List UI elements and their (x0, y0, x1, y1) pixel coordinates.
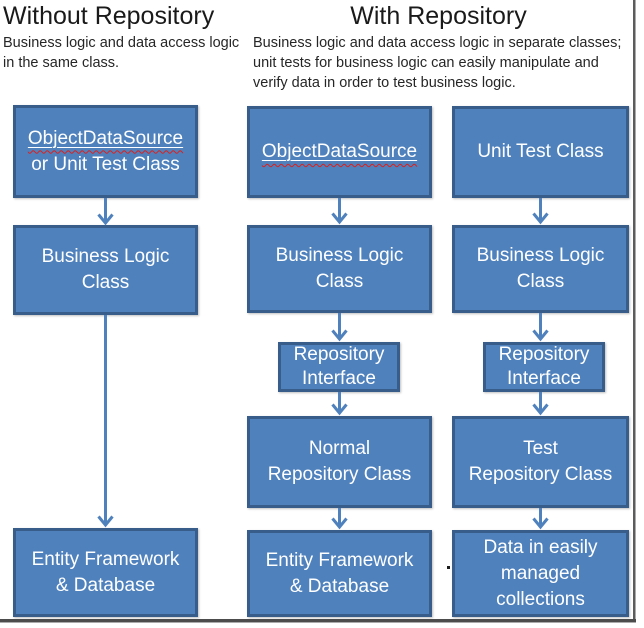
box-label-line: Repository (293, 344, 385, 365)
stray-dot (447, 566, 450, 569)
subtitle-line: Business logic and data access logic (3, 35, 240, 51)
box-repository-interface-middle: Repository Interface (278, 342, 400, 392)
arrow-down-icon (532, 313, 549, 342)
box-label-line: & Database (289, 575, 390, 597)
spellchecked-text: ObjectDataSource (262, 139, 417, 165)
subtitle-line: verify data in order to test business lo… (253, 75, 516, 91)
subtitle-line: in the same class. (3, 55, 120, 71)
box-label-line: Repository (498, 344, 590, 365)
box-label-line: & Database (55, 574, 156, 596)
section-subtitle-with-repository: Business logic and data access logic in … (253, 33, 621, 93)
section-title-with-repository: With Repository (350, 2, 527, 30)
arrow-down-icon (532, 392, 549, 416)
box-label-line: ObjectDataSource (27, 127, 184, 149)
spellchecked-text: ObjectDataSource (28, 126, 183, 152)
box-label-line: Class (516, 271, 565, 292)
frame-border-bottom-shadow (0, 622, 636, 623)
frame-border-right-shadow (635, 0, 636, 622)
box-unit-test-class: Unit Test Class (452, 106, 629, 198)
arrow-down-icon (97, 315, 114, 528)
arrow-down-icon (331, 198, 348, 225)
box-objectdatasource: ObjectDataSource (247, 106, 432, 198)
box-label-line: Business Logic (275, 245, 404, 266)
box-repository-interface-right: Repository Interface (483, 342, 605, 392)
box-label-line: Interface (507, 368, 581, 389)
box-label-line: managed (500, 562, 581, 584)
box-label-line: Test (523, 438, 558, 459)
arrow-down-icon (532, 508, 549, 530)
box-label-line: collections (496, 588, 585, 610)
box-label-line: or Unit Test Class (31, 153, 180, 175)
arrow-down-icon (532, 198, 549, 225)
frame-border-right (633, 0, 635, 622)
box-label-line: ObjectDataSource (261, 141, 418, 162)
box-label-line: Class (315, 271, 364, 292)
arrow-down-icon (97, 198, 114, 226)
arrow-down-icon (331, 392, 348, 416)
box-normal-repository-class: Normal Repository Class (247, 416, 432, 508)
box-business-logic-class-middle: Business Logic Class (247, 225, 432, 313)
box-label-line: Data in easily (483, 536, 598, 558)
box-test-repository-class: Test Repository Class (452, 416, 629, 508)
box-label-line: Unit Test Class (477, 141, 604, 162)
box-data-in-easily-managed-collections: Data in easily managed collections (452, 530, 629, 617)
box-business-logic-class-left: Business Logic Class (13, 225, 198, 315)
frame-border-bottom (0, 619, 636, 622)
box-entity-framework-database-left: Entity Framework & Database (13, 528, 198, 617)
box-label-line: Class (81, 272, 130, 293)
box-business-logic-class-right: Business Logic Class (452, 225, 629, 313)
section-title-without-repository: Without Repository (3, 2, 215, 30)
box-label-line: Normal (308, 438, 371, 459)
arrow-down-icon (331, 313, 348, 342)
box-label-line: Entity Framework (31, 548, 180, 570)
box-objectdatasource-or-unit-test-class: ObjectDataSource or Unit Test Class (13, 105, 198, 198)
box-entity-framework-database-middle: Entity Framework & Database (247, 530, 432, 617)
box-label-line: Entity Framework (265, 549, 414, 571)
subtitle-line: Business logic and data access logic in … (253, 35, 622, 51)
subtitle-line: unit tests for business logic can easily… (253, 55, 599, 71)
box-label-line: Repository Class (267, 464, 412, 485)
box-label-line: Interface (302, 368, 376, 389)
box-label-line: Repository Class (468, 464, 613, 485)
section-subtitle-without-repository: Business logic and data access logic in … (3, 33, 239, 73)
box-label-line: Business Logic (476, 245, 605, 266)
box-label-line: Business Logic (41, 246, 170, 267)
arrow-down-icon (331, 508, 348, 530)
